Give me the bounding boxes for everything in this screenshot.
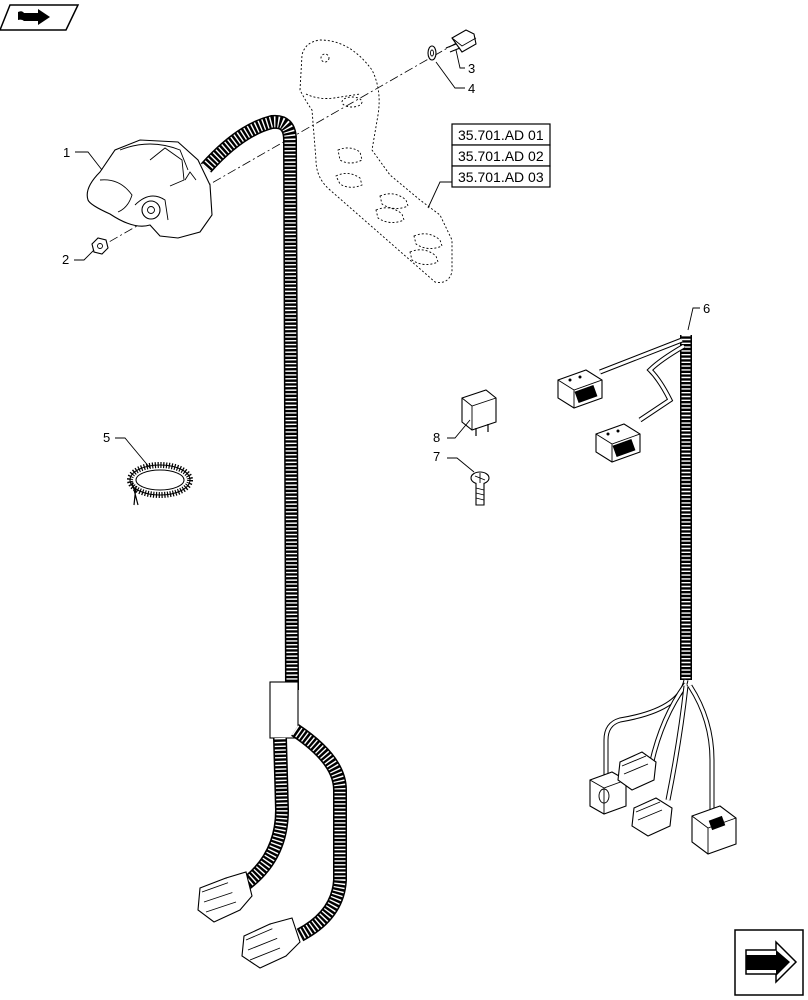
reference-box-3[interactable] xyxy=(451,165,551,188)
harness-connector-a xyxy=(197,871,253,923)
lower-connector-a xyxy=(589,771,627,815)
nut xyxy=(91,237,109,255)
next-page-arrow-icon[interactable] xyxy=(734,929,804,996)
callout-6: 6 xyxy=(703,301,710,316)
harness-connector-b xyxy=(241,917,301,969)
lower-connector-d xyxy=(691,805,737,855)
upper-connector-b xyxy=(595,423,641,463)
callout-2: 2 xyxy=(62,252,69,267)
callout-7: 7 xyxy=(433,449,440,464)
callout-4: 4 xyxy=(468,81,475,96)
relay xyxy=(461,389,497,436)
callout-1: 1 xyxy=(63,145,70,160)
reference-table: 35.701.AD 01 35.701.AD 02 35.701.AD 03 xyxy=(451,123,551,188)
lower-connector-b xyxy=(617,751,657,791)
mounting-bracket xyxy=(299,39,453,283)
reference-link-3[interactable]: 35.701.AD 03 xyxy=(458,169,544,185)
lamp-harness xyxy=(557,335,737,855)
main-harness xyxy=(197,114,347,969)
upper-connector-a xyxy=(557,369,603,409)
book-arrow-icon[interactable] xyxy=(0,4,80,31)
callout-8: 8 xyxy=(433,430,440,445)
cable-tie xyxy=(127,462,193,506)
callout-5: 5 xyxy=(103,430,110,445)
trailer-socket xyxy=(86,139,213,239)
leader-lines xyxy=(74,49,700,473)
callout-3: 3 xyxy=(468,61,475,76)
lower-connector-c xyxy=(631,797,673,837)
reference-link-2[interactable]: 35.701.AD 02 xyxy=(458,148,544,164)
reference-link-1[interactable]: 35.701.AD 01 xyxy=(458,127,544,143)
bolt xyxy=(445,29,477,53)
washer xyxy=(427,45,437,61)
screw xyxy=(470,471,490,506)
